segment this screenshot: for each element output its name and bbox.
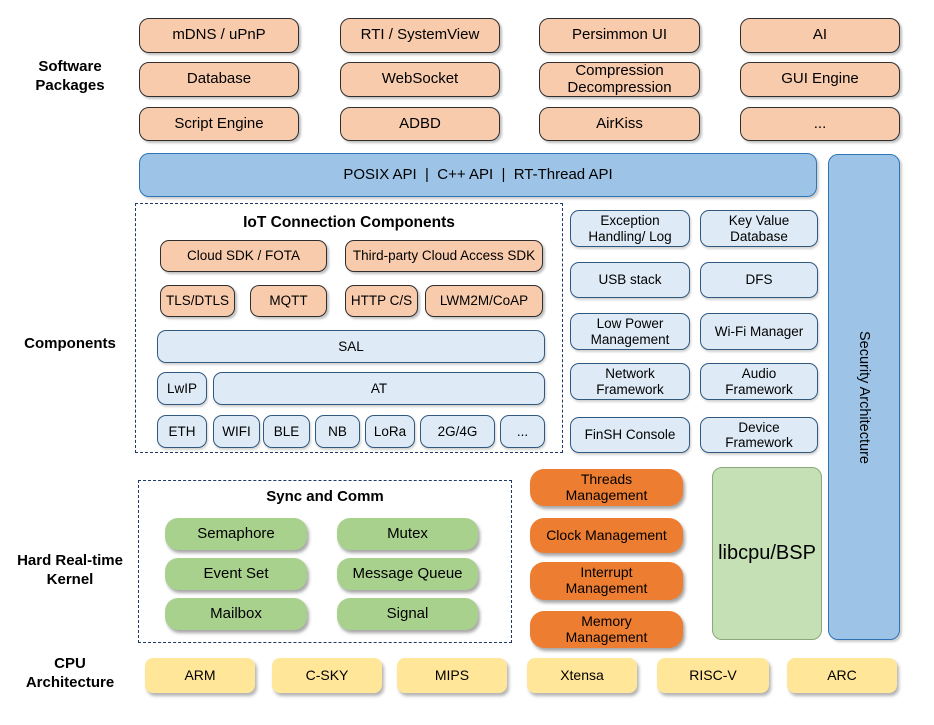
service-box-low-power-management: Low Power Management [570, 313, 690, 350]
link-nb: NB [315, 415, 360, 448]
link-2g4g: 2G/4G [420, 415, 495, 448]
cpu-box-xtensa: Xtensa [527, 658, 637, 693]
link-more: ... [500, 415, 545, 448]
service-box-finsh-console: FinSH Console [570, 417, 690, 453]
api-bar: POSIX API | C++ API | RT-Thread API [139, 153, 817, 197]
package-box-airkiss: AirKiss [539, 107, 700, 141]
package-box-adbd: ADBD [340, 107, 500, 141]
cpu-box-c-sky: C-SKY [272, 658, 382, 693]
ipc-box-mailbox: Mailbox [165, 598, 307, 630]
side-label-software-packages: Software Packages [35, 58, 105, 94]
cpu-box-mips: MIPS [397, 658, 507, 693]
ipc-box-message-queue: Message Queue [337, 558, 478, 590]
package-box-more: ... [740, 107, 900, 141]
service-box-device-framework: Device Framework [700, 417, 818, 453]
ipc-box-signal: Signal [337, 598, 478, 630]
libcpu-bsp-box: libcpu/BSP [712, 467, 822, 640]
service-box-network-framework: Network Framework [570, 363, 690, 400]
box-at: AT [213, 372, 545, 405]
api-bar-label: POSIX API | C++ API | RT-Thread API [343, 165, 613, 183]
security-architecture-bar: Security Architecture [828, 154, 900, 640]
package-box-gui-engine: GUI Engine [740, 62, 900, 97]
box-lwm2m-coap: LWM2M/CoAP [425, 285, 543, 317]
link-eth: ETH [157, 415, 207, 448]
link-wifi: WIFI [213, 415, 260, 448]
package-box-ai: AI [740, 18, 900, 53]
package-box-rti-systemview: RTI / SystemView [340, 18, 500, 53]
box-third-party-cloud-access-sdk: Third-party Cloud Access SDK [345, 240, 543, 272]
service-box-wifi-manager: Wi-Fi Manager [700, 313, 818, 350]
package-box-mdns-upnp: mDNS / uPnP [139, 18, 299, 53]
cpu-box-risc-v: RISC-V [657, 658, 769, 693]
side-label-cpu-architecture: CPU Architecture [25, 655, 115, 691]
cpu-box-arm: ARM [145, 658, 255, 693]
service-box-exception-handling-log: Exception Handling/ Log [570, 210, 690, 247]
cpu-box-arc: ARC [787, 658, 897, 693]
box-cloud-sdk-fota: Cloud SDK / FOTA [160, 240, 327, 272]
ipc-box-semaphore: Semaphore [165, 518, 307, 550]
mgmt-box-clock-management: Clock Management [530, 518, 683, 553]
box-tls-dtls: TLS/DTLS [160, 285, 235, 317]
service-box-usb-stack: USB stack [570, 262, 690, 298]
ipc-box-event-set: Event Set [165, 558, 307, 590]
box-lwip: LwIP [157, 372, 207, 405]
sync-comm-title: Sync and Comm [266, 488, 384, 505]
service-box-audio-framework: Audio Framework [700, 363, 818, 400]
link-lora: LoRa [365, 415, 415, 448]
side-label-components: Components [24, 335, 116, 352]
side-label-hard-realtime-kernel: Hard Real-time Kernel [17, 552, 123, 588]
package-box-database: Database [139, 62, 299, 97]
service-box-key-value-database: Key Value Database [700, 210, 818, 247]
box-sal: SAL [157, 330, 545, 363]
mgmt-box-interrupt-management: Interrupt Management [530, 562, 683, 600]
iot-components-title: IoT Connection Components [243, 214, 455, 231]
box-http-cs: HTTP C/S [345, 285, 418, 317]
package-box-compression-decompression: Compression Decompression [539, 62, 700, 97]
sync-comm-group [138, 480, 512, 643]
iot-components-group [135, 203, 563, 453]
package-box-websocket: WebSocket [340, 62, 500, 97]
box-mqtt: MQTT [250, 285, 327, 317]
link-ble: BLE [263, 415, 310, 448]
ipc-box-mutex: Mutex [337, 518, 478, 550]
package-box-script-engine: Script Engine [139, 107, 299, 141]
service-box-dfs: DFS [700, 262, 818, 298]
package-box-persimmon-ui: Persimmon UI [539, 18, 700, 53]
mgmt-box-threads-management: Threads Management [530, 469, 683, 506]
mgmt-box-memory-management: Memory Management [530, 611, 683, 648]
